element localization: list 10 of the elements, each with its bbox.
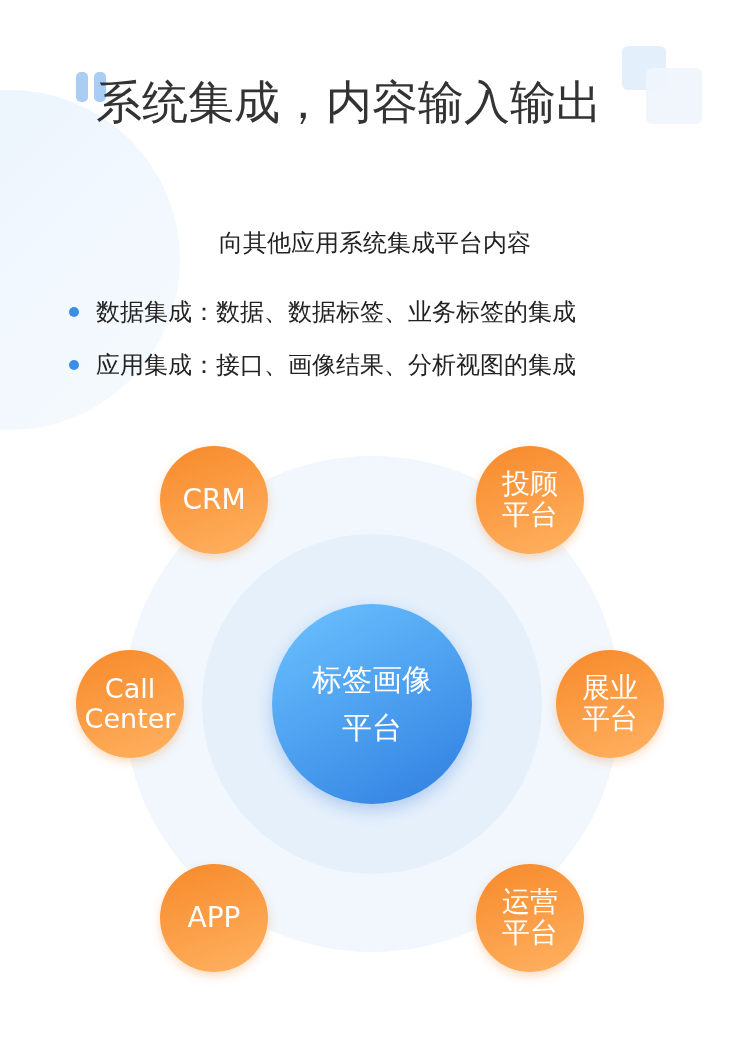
system-circle: 展业平台 [556, 650, 664, 758]
system-circle: Call Center [76, 650, 184, 758]
system-circle: 投顾平台 [476, 446, 584, 554]
title: 系统集成，内容输入输出 [96, 74, 602, 131]
bullet-text: 数据集成：数据、数据标签、业务标签的集成 [96, 297, 576, 328]
system-circle: CRM [160, 446, 268, 554]
system-circle: APP [160, 864, 268, 972]
bullet-text: 应用集成：接口、画像结果、分析视图的集成 [96, 350, 576, 381]
subtitle: 向其他应用系统集成平台内容 [218, 228, 532, 259]
system-circle: 运营平台 [476, 864, 584, 972]
